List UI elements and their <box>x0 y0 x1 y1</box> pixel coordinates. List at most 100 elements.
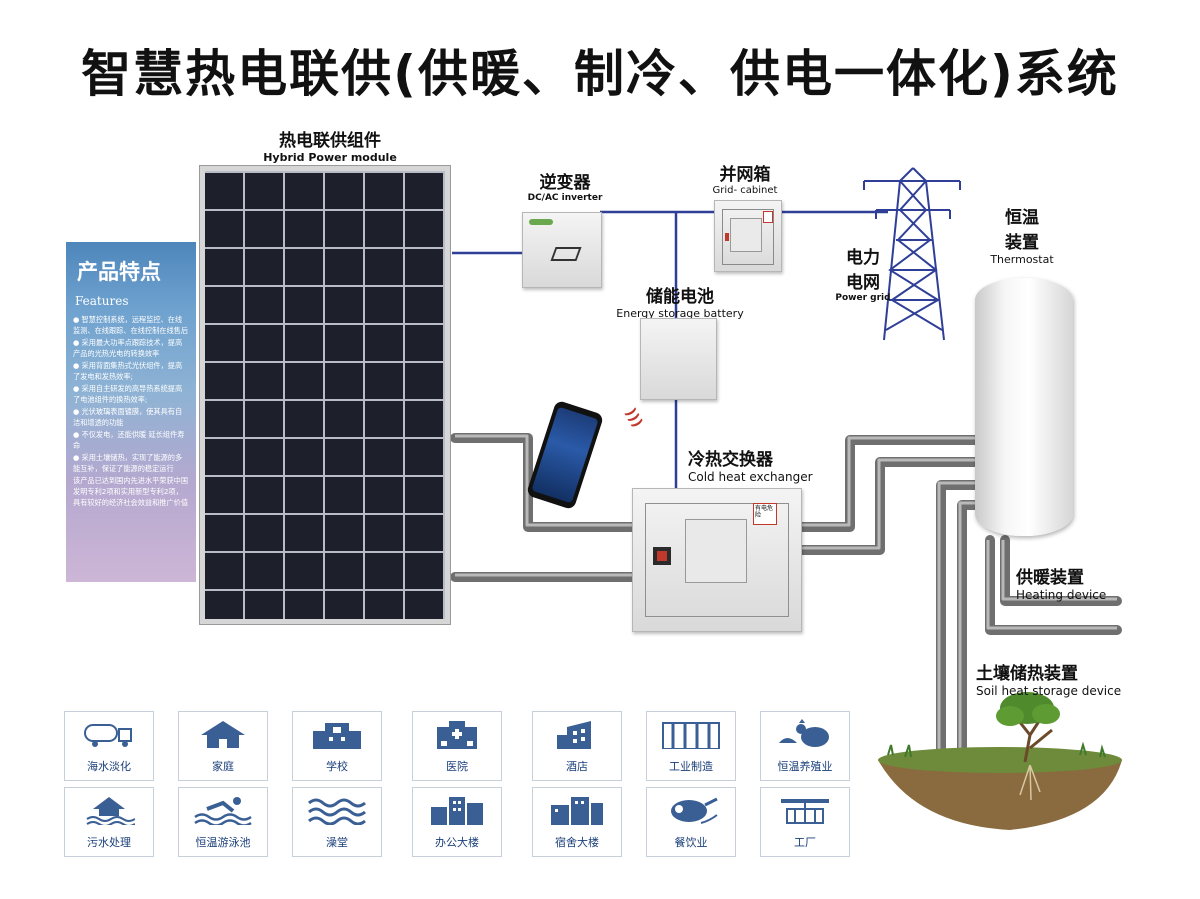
app-factory: 工厂 <box>760 787 850 857</box>
app-label: 医院 <box>446 760 468 773</box>
feature-item: ● 采用土壤储热，实现了能源的多能互补，保证了能源的稳定运行 <box>73 453 183 473</box>
tanker-truck-icon <box>84 724 132 747</box>
grid-cabinet-title: 并网箱 <box>719 165 771 185</box>
app-label: 海水淡化 <box>87 760 131 773</box>
exchanger-label: 冷热交换器 Cold heat exchanger <box>688 445 813 484</box>
power-grid-label: 电力 电网 Power grid <box>828 243 898 303</box>
grid-cabinet-label: 并网箱 Grid- cabinet <box>690 160 800 196</box>
app-label: 学校 <box>326 760 348 773</box>
rooster-icon <box>779 719 829 747</box>
crane-icon <box>781 799 829 824</box>
school-icon <box>313 723 361 749</box>
solar-panel <box>199 165 451 625</box>
exchanger-warning-label: 有电危险 <box>753 503 777 525</box>
app-pool: 恒温游泳池 <box>178 787 268 857</box>
feature-item: 该产品已达到国内先进水平荣获中国发明专利2项和实用新型专利2项，具有较好的经济社… <box>73 476 189 507</box>
office-building-icon <box>431 797 483 825</box>
thermostat-title-2: 装置 <box>1005 233 1039 253</box>
heating-title: 供暖装置 <box>1016 568 1084 588</box>
app-label: 澡堂 <box>326 836 348 849</box>
features-title: 产品特点 <box>77 259 161 284</box>
inverter-display-icon <box>550 247 582 261</box>
thermostat-label: 恒温 装置 Thermostat <box>982 203 1062 266</box>
grid-cabinet-device <box>714 200 782 272</box>
pv-module-label: 热电联供组件 Hybrid Power module <box>240 126 420 164</box>
inverter-logo-icon <box>529 219 553 225</box>
inverter-subtitle: DC/AC inverter <box>527 193 603 203</box>
house-icon <box>201 721 245 748</box>
app-bathhouse: 澡堂 <box>292 787 382 857</box>
electric-wires <box>452 210 888 488</box>
pv-module-title: 热电联供组件 <box>279 131 381 151</box>
feature-item: ● 采用自主研发的高导热系统提高了电池组件的换热效率; <box>73 384 183 404</box>
battery-title: 储能电池 <box>646 287 714 307</box>
grid-cabinet-door <box>722 209 774 265</box>
app-label: 污水处理 <box>87 836 131 849</box>
power-grid-subtitle: Power grid <box>835 293 891 303</box>
water-house-icon <box>86 797 135 825</box>
grid-cabinet-subtitle: Grid- cabinet <box>712 185 778 196</box>
feature-item: ● 光伏玻璃表面镀膜，使其具有自洁和增透的功能 <box>73 407 183 427</box>
app-desalination: 海水淡化 <box>64 711 154 781</box>
hospital-icon <box>437 721 477 749</box>
exchanger-title: 冷热交换器 <box>688 450 773 470</box>
power-tower-icon <box>863 167 961 341</box>
feature-item: ● 采用最大功率点跟踪技术，提高产品的光热光电的转换效率 <box>73 338 183 358</box>
features-subtitle: Features <box>75 294 129 308</box>
pv-module-subtitle: Hybrid Power module <box>263 151 397 164</box>
app-dormitory: 宿舍大楼 <box>532 787 622 857</box>
grid-cabinet-handle-icon <box>725 233 729 241</box>
exchanger-handle-icon <box>657 551 667 561</box>
battery-device <box>640 318 717 400</box>
solar-cells <box>205 171 445 619</box>
inverter-title: 逆变器 <box>539 173 591 193</box>
power-grid-title-2: 电网 <box>846 273 880 293</box>
heating-label: 供暖装置 Heating device <box>1016 563 1106 602</box>
app-label: 宿舍大楼 <box>555 836 599 849</box>
app-label: 恒温养殖业 <box>777 760 833 773</box>
exchanger-door <box>645 503 789 617</box>
exchanger-subtitle: Cold heat exchanger <box>688 470 813 484</box>
app-school: 学校 <box>292 711 382 781</box>
app-office: 办公大楼 <box>412 787 502 857</box>
food-icon <box>671 797 718 824</box>
soil-subtitle: Soil heat storage device <box>976 684 1122 698</box>
battery-subtitle: Energy storage battery <box>616 307 744 320</box>
feature-item: ● 智慧控制系统，远程监控、在线监测、在线跟踪、在线控制在线售后 <box>73 315 189 335</box>
battery-label: 储能电池 Energy storage battery <box>600 282 760 320</box>
soil-title: 土壤储热装置 <box>976 664 1078 684</box>
grid-cabinet-warning-icon <box>763 211 773 223</box>
app-label: 餐饮业 <box>674 836 708 849</box>
features-panel: 产品特点 Features ● 智慧控制系统，远程监控、在线监测、在线跟踪、在线… <box>66 242 196 582</box>
heating-subtitle: Heating device <box>1016 588 1107 602</box>
power-grid-title-1: 电力 <box>846 248 880 268</box>
app-label: 酒店 <box>566 760 588 773</box>
dormitory-icon <box>551 797 603 825</box>
app-label: 工业制造 <box>669 760 713 773</box>
exchanger-handle <box>653 547 671 565</box>
thermostat-tank <box>975 278 1073 536</box>
app-breeding: 恒温养殖业 <box>760 711 850 781</box>
soil-mound <box>878 692 1122 830</box>
app-sewage: 污水处理 <box>64 787 154 857</box>
app-label: 家庭 <box>212 760 234 773</box>
thermostat-subtitle: Thermostat <box>990 253 1054 266</box>
inverter-label: 逆变器 DC/AC inverter <box>505 168 625 203</box>
app-industry: 工业制造 <box>646 711 736 781</box>
exchanger-window <box>685 519 747 583</box>
app-catering: 餐饮业 <box>646 787 736 857</box>
grid-cabinet-window <box>730 218 762 252</box>
page-title: 智慧热电联供(供暖、制冷、供电一体化)系统 <box>81 45 1119 103</box>
inverter-device <box>522 212 602 288</box>
app-label: 办公大楼 <box>435 836 479 849</box>
thermostat-title-1: 恒温 <box>1005 208 1039 228</box>
exchanger-cabinet: 有电危险 <box>632 488 802 632</box>
pipe-highlights <box>455 434 1117 775</box>
feature-item: ● 不仅发电，还能供暖 延长组件寿命 <box>73 430 185 450</box>
app-label: 恒温游泳池 <box>195 836 251 849</box>
app-home: 家庭 <box>178 711 268 781</box>
app-hotel: 酒店 <box>532 711 622 781</box>
hotel-icon <box>557 721 591 749</box>
factory-containers-icon <box>662 722 720 749</box>
